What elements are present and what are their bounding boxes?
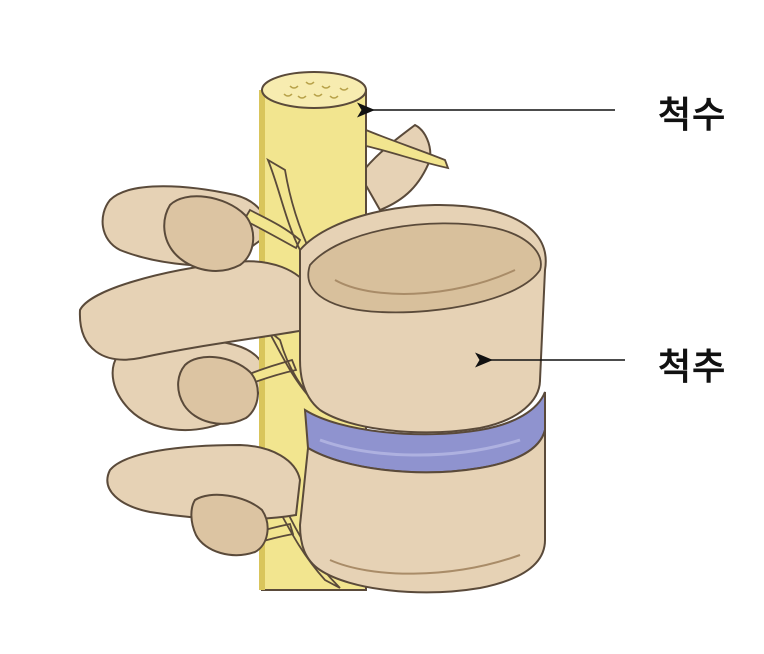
spinal-cord-label: 척수 — [658, 95, 727, 136]
lower-transverse-process — [106, 443, 302, 521]
upper-vertebra — [78, 195, 547, 434]
vertebra-label: 척추 — [658, 347, 727, 388]
lower-pedicle — [190, 493, 269, 557]
nerve-root-upper-right — [365, 128, 450, 170]
upper-articular-process — [163, 195, 255, 272]
lower-vertebral-body — [298, 429, 546, 594]
lower-vertebra — [106, 355, 546, 594]
spinal-cord-top — [261, 71, 367, 109]
lower-articular-process — [177, 355, 259, 425]
spinal-cord-texture — [283, 81, 349, 99]
